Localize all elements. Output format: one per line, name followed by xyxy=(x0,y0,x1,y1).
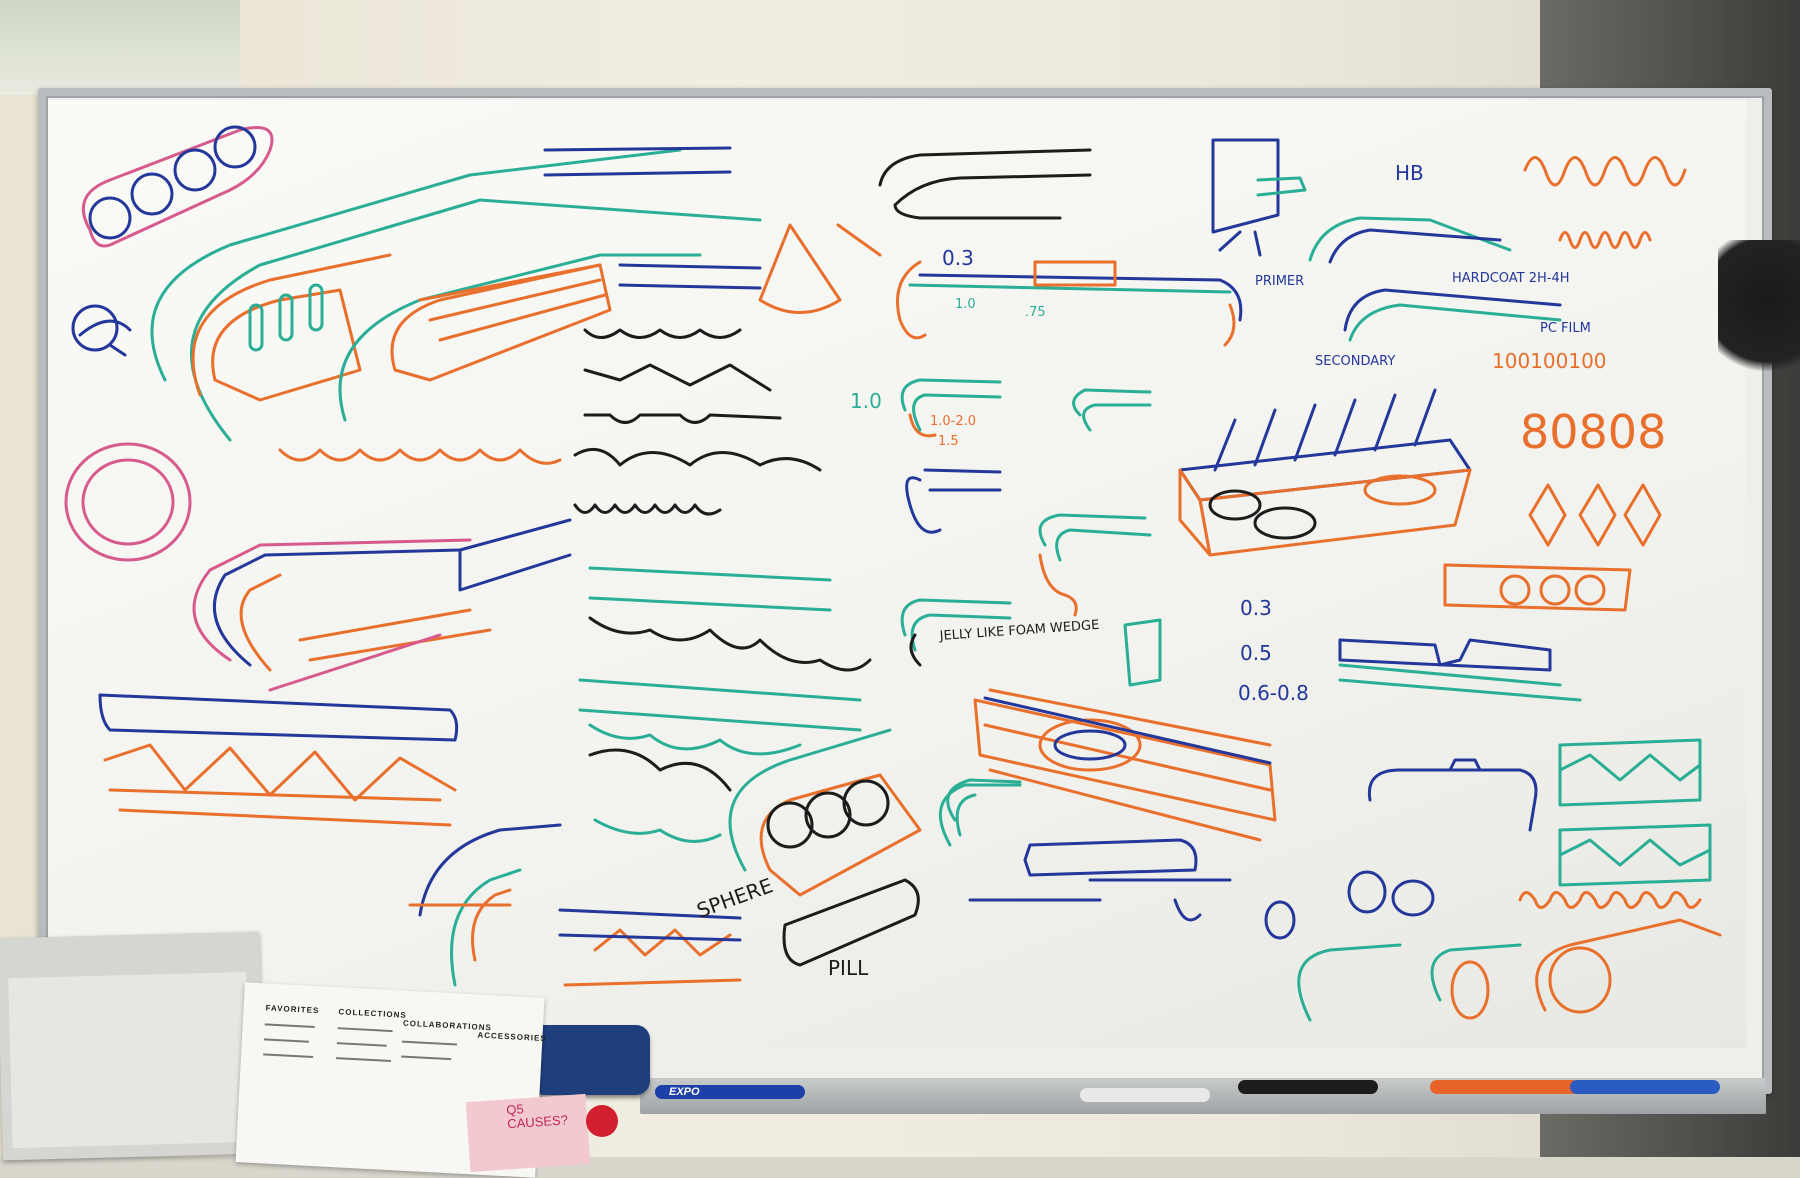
list-line xyxy=(336,1042,387,1047)
label-binary-pattern: 100100100 xyxy=(1492,349,1607,373)
list-line xyxy=(337,1027,393,1033)
slotted-bar-sketch xyxy=(938,688,1296,940)
sticky-note: Q5 CAUSES? xyxy=(465,1093,591,1173)
film-section-sketch xyxy=(896,260,1243,347)
eraser[interactable] xyxy=(530,1025,650,1095)
label-1-0-2-0: 1.0-2.0 xyxy=(930,414,976,429)
window xyxy=(0,0,240,95)
edge-profile-sketches xyxy=(900,378,1162,837)
label-secondary: SECONDARY xyxy=(1315,354,1395,369)
label-1-5: 1.5 xyxy=(938,434,959,449)
zigzag-bar-sketch xyxy=(98,693,459,827)
printed-photo xyxy=(0,931,265,1161)
label-sphere: SPHERE xyxy=(694,873,776,923)
bumper-section-sketch xyxy=(150,146,762,465)
label-primer: PRIMER xyxy=(1255,274,1304,289)
label-pill: PILL xyxy=(828,956,869,980)
label-hb: HB xyxy=(1395,161,1424,185)
list-line xyxy=(264,1023,315,1028)
orange-marker[interactable] xyxy=(1430,1080,1580,1094)
whiteboard-surface xyxy=(48,100,1746,1048)
list-line xyxy=(263,1038,309,1043)
list-line xyxy=(401,1040,458,1046)
label-1-0: 1.0 xyxy=(955,297,976,312)
photo-of-whiteboard xyxy=(8,971,251,1149)
label-pc-film: PC FILM xyxy=(1540,321,1591,336)
profile-line-studies xyxy=(573,328,872,843)
sticky-note-text: Q5 CAUSES? xyxy=(505,1101,569,1132)
sphere-capsule-sketch xyxy=(81,125,274,248)
cutaway-sketches-right xyxy=(1297,563,1722,1022)
label-1-0-left: 1.0 xyxy=(850,389,882,413)
label-digit-pattern: 80808 xyxy=(1520,405,1666,459)
list-line xyxy=(401,1055,452,1061)
person-hair xyxy=(1718,240,1800,390)
blue-marker-2[interactable] xyxy=(1570,1080,1720,1094)
red-magnet[interactable] xyxy=(586,1105,618,1137)
heading-collections: COLLECTIONS xyxy=(338,1007,407,1020)
small-blue-sketch xyxy=(71,304,132,357)
white-marker[interactable] xyxy=(1080,1088,1210,1102)
marker-brand-label: EXPO xyxy=(669,1086,700,1098)
label-0-5: 0.5 xyxy=(1240,641,1272,665)
label-jelly-foam: JELLY LIKE FOAM WEDGE xyxy=(938,618,1100,644)
list-line xyxy=(263,1053,314,1058)
cone-sketch xyxy=(758,148,1092,314)
label-hardcoat: HARDCOAT 2H-4H xyxy=(1452,271,1570,286)
label-0-3-top: 0.3 xyxy=(942,246,974,270)
list-line xyxy=(336,1057,392,1063)
u-section-sketch xyxy=(192,518,572,692)
label-0-3: 0.3 xyxy=(1240,596,1272,620)
layer-stack-sketch xyxy=(1211,138,1687,342)
curved-section-sketch xyxy=(408,823,562,987)
diamond-pattern-sketch xyxy=(1528,483,1662,547)
label-75: .75 xyxy=(1025,305,1046,320)
heading-accessories: ACCESSORIES xyxy=(477,1030,547,1044)
heading-favorites: FAVORITES xyxy=(265,1003,320,1016)
label-0-6-0-8: 0.6-0.8 xyxy=(1238,681,1309,705)
blue-marker[interactable]: EXPO xyxy=(655,1085,805,1099)
sphere-pill-sketch xyxy=(558,728,922,987)
isometric-pad-sketch xyxy=(1178,388,1472,557)
black-phone[interactable] xyxy=(1238,1080,1378,1094)
pink-ring-sketch xyxy=(64,442,192,562)
